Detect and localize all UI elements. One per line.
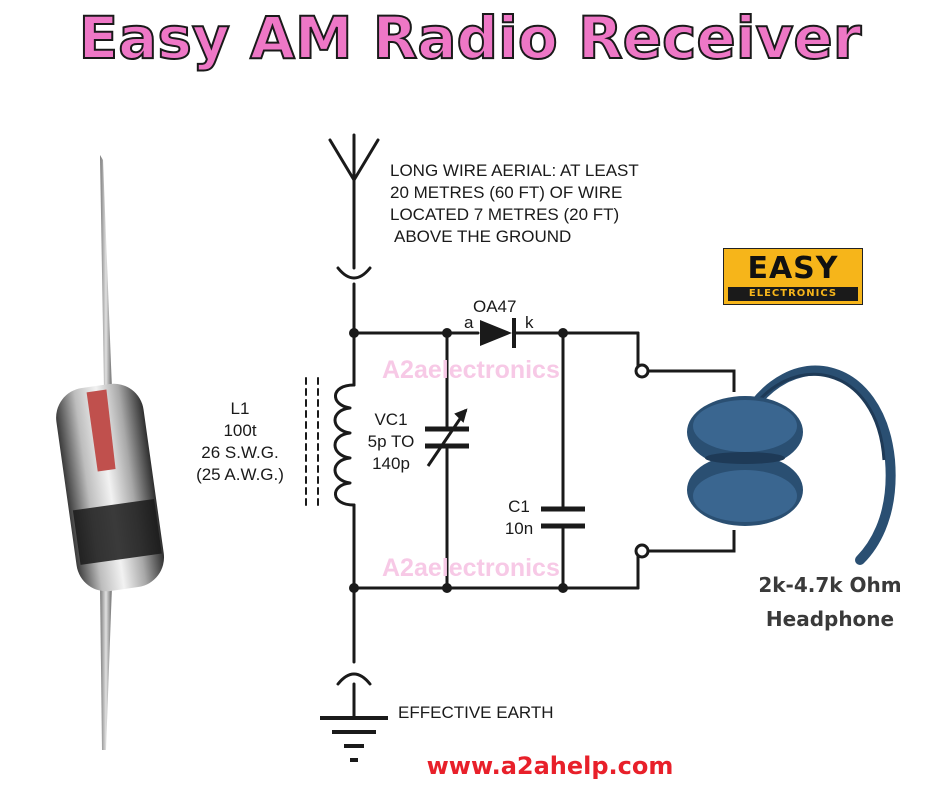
website-url: www.a2ahelp.com [426, 752, 674, 780]
diode-photo-illustration [56, 155, 165, 750]
aerial-line: ABOVE THE GROUND [394, 227, 572, 246]
vc1-line: 5p TO [367, 432, 415, 451]
diode-oa47-symbol [480, 318, 516, 348]
aerial-line: 20 METRES (60 FT) OF WIRE [390, 183, 623, 202]
headphone-line: Headphone [765, 607, 895, 631]
junction-dot [442, 328, 452, 338]
headphone-caption: 2k-4.7k Ohm Headphone [730, 568, 930, 636]
logo-main-text: EASY [747, 251, 839, 286]
earth-label: EFFECTIVE EARTH [398, 703, 554, 722]
aerial-antenna-symbol [328, 133, 380, 280]
junction-dot [349, 328, 359, 338]
coil-line: 26 S.W.G. [201, 443, 279, 462]
diode-anode-label: a [464, 313, 474, 332]
junction-dot [558, 583, 568, 593]
output-terminal-bottom [634, 543, 650, 559]
aerial-line: LONG WIRE AERIAL: AT LEAST [390, 161, 639, 180]
c1-line: 10n [504, 519, 534, 538]
coil-line: (25 A.W.G.) [196, 465, 284, 484]
headphone-line: 2k-4.7k Ohm [758, 573, 902, 597]
diode-cathode-label: k [525, 313, 534, 332]
coil-l1-symbol [305, 376, 356, 511]
coil-line: 100t [223, 421, 257, 440]
vc1-label: VC1 5p TO 140p [356, 409, 426, 475]
junction-dot [442, 583, 452, 593]
watermark-text: A2aelectronics [382, 356, 560, 384]
c1-label: C1 10n [494, 496, 544, 540]
aerial-line: LOCATED 7 METRES (20 FT) [390, 205, 620, 224]
coil-line: L1 [230, 399, 250, 418]
easy-electronics-logo: EASY ELECTRONICS [723, 248, 863, 305]
coil-l1-label: L1 100t 26 S.W.G. (25 A.W.G.) [180, 398, 300, 486]
earth-ground-symbol [320, 716, 388, 762]
page-title: Easy AM Radio Receiver [78, 3, 863, 73]
diode-name-label: OA47 [473, 297, 517, 316]
aerial-description: LONG WIRE AERIAL: AT LEAST 20 METRES (60… [390, 160, 639, 248]
c1-line: C1 [508, 497, 530, 516]
vc1-line: 140p [372, 454, 410, 473]
watermark-text: A2aelectronics [382, 554, 560, 582]
junction-dot [349, 583, 359, 593]
junction-dot [558, 328, 568, 338]
vc1-line: VC1 [374, 410, 408, 429]
variable-capacitor-vc1-symbol [425, 408, 469, 467]
headphone-icon [687, 365, 896, 565]
logo-sub-text: ELECTRONICS [728, 287, 858, 301]
output-terminal-top [634, 363, 650, 379]
capacitor-c1-symbol [541, 506, 585, 529]
